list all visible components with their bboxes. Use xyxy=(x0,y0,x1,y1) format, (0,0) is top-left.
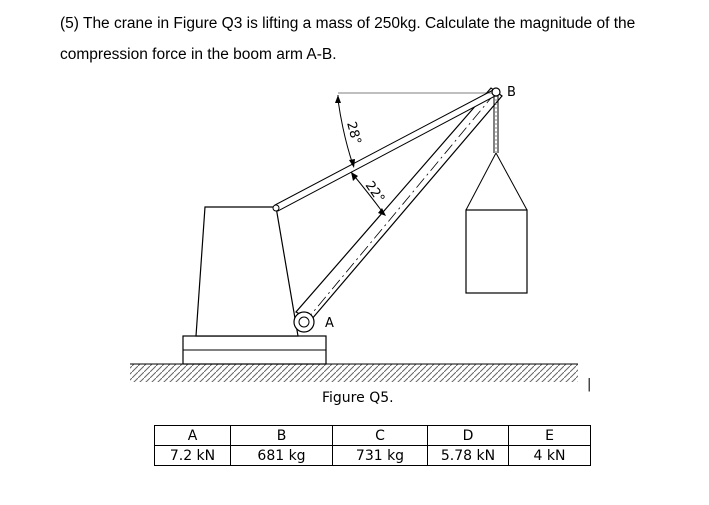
option-value-c: 731 kg xyxy=(332,445,428,466)
boom-centerline xyxy=(303,91,497,324)
option-letter-e: E xyxy=(508,425,591,446)
option-value-d: 5.78 kN xyxy=(427,445,509,466)
ground-hatching xyxy=(130,364,578,382)
cab-pulley xyxy=(272,204,280,212)
crane-base xyxy=(182,335,327,365)
angle-arc-28-arrow xyxy=(349,159,355,168)
option-letter-d: D xyxy=(427,425,509,446)
vertical-arrow-head xyxy=(335,95,341,103)
question-line-1: (5) The crane in Figure Q3 is lifting a … xyxy=(60,15,636,32)
angle-label-22: 22° xyxy=(362,179,388,206)
option-value-b: 681 kg xyxy=(230,445,333,466)
option-letter-b: B xyxy=(230,425,333,446)
point-a-label: A xyxy=(325,316,334,331)
load-mass xyxy=(465,209,528,294)
option-letter-c: C xyxy=(332,425,428,446)
answer-letters-row: A B C D E xyxy=(154,425,591,446)
option-value-e: 4 kN xyxy=(508,445,591,466)
angle-arc-22-arrow-top xyxy=(351,172,358,181)
sling-right xyxy=(495,152,528,211)
point-b-label: B xyxy=(507,85,516,100)
angle-arc-22-arrow-bottom xyxy=(378,208,386,216)
stray-mark: | xyxy=(587,377,591,392)
question-text: (5) The crane in Figure Q3 is lifting a … xyxy=(60,8,700,70)
option-value-a: 7.2 kN xyxy=(154,445,231,466)
answer-options-table: A B C D E 7.2 kN 681 kg 731 kg 5.78 kN 4… xyxy=(154,425,591,466)
angle-arc-28 xyxy=(337,99,354,166)
sling-left xyxy=(465,152,497,211)
pulley-b xyxy=(491,87,501,97)
pivot-a xyxy=(293,311,315,333)
figure-caption: Figure Q5. xyxy=(322,390,394,406)
crane-cab xyxy=(195,206,299,337)
pivot-a-inner xyxy=(298,316,310,328)
angle-label-28: 28° xyxy=(343,120,363,146)
ground xyxy=(130,363,578,382)
stay-cable xyxy=(274,88,498,212)
answer-values-row: 7.2 kN 681 kg 731 kg 5.78 kN 4 kN xyxy=(154,445,591,466)
question-line-2: compression force in the boom arm A-B. xyxy=(60,46,337,63)
hoist-rig xyxy=(465,87,528,211)
option-letter-a: A xyxy=(154,425,231,446)
